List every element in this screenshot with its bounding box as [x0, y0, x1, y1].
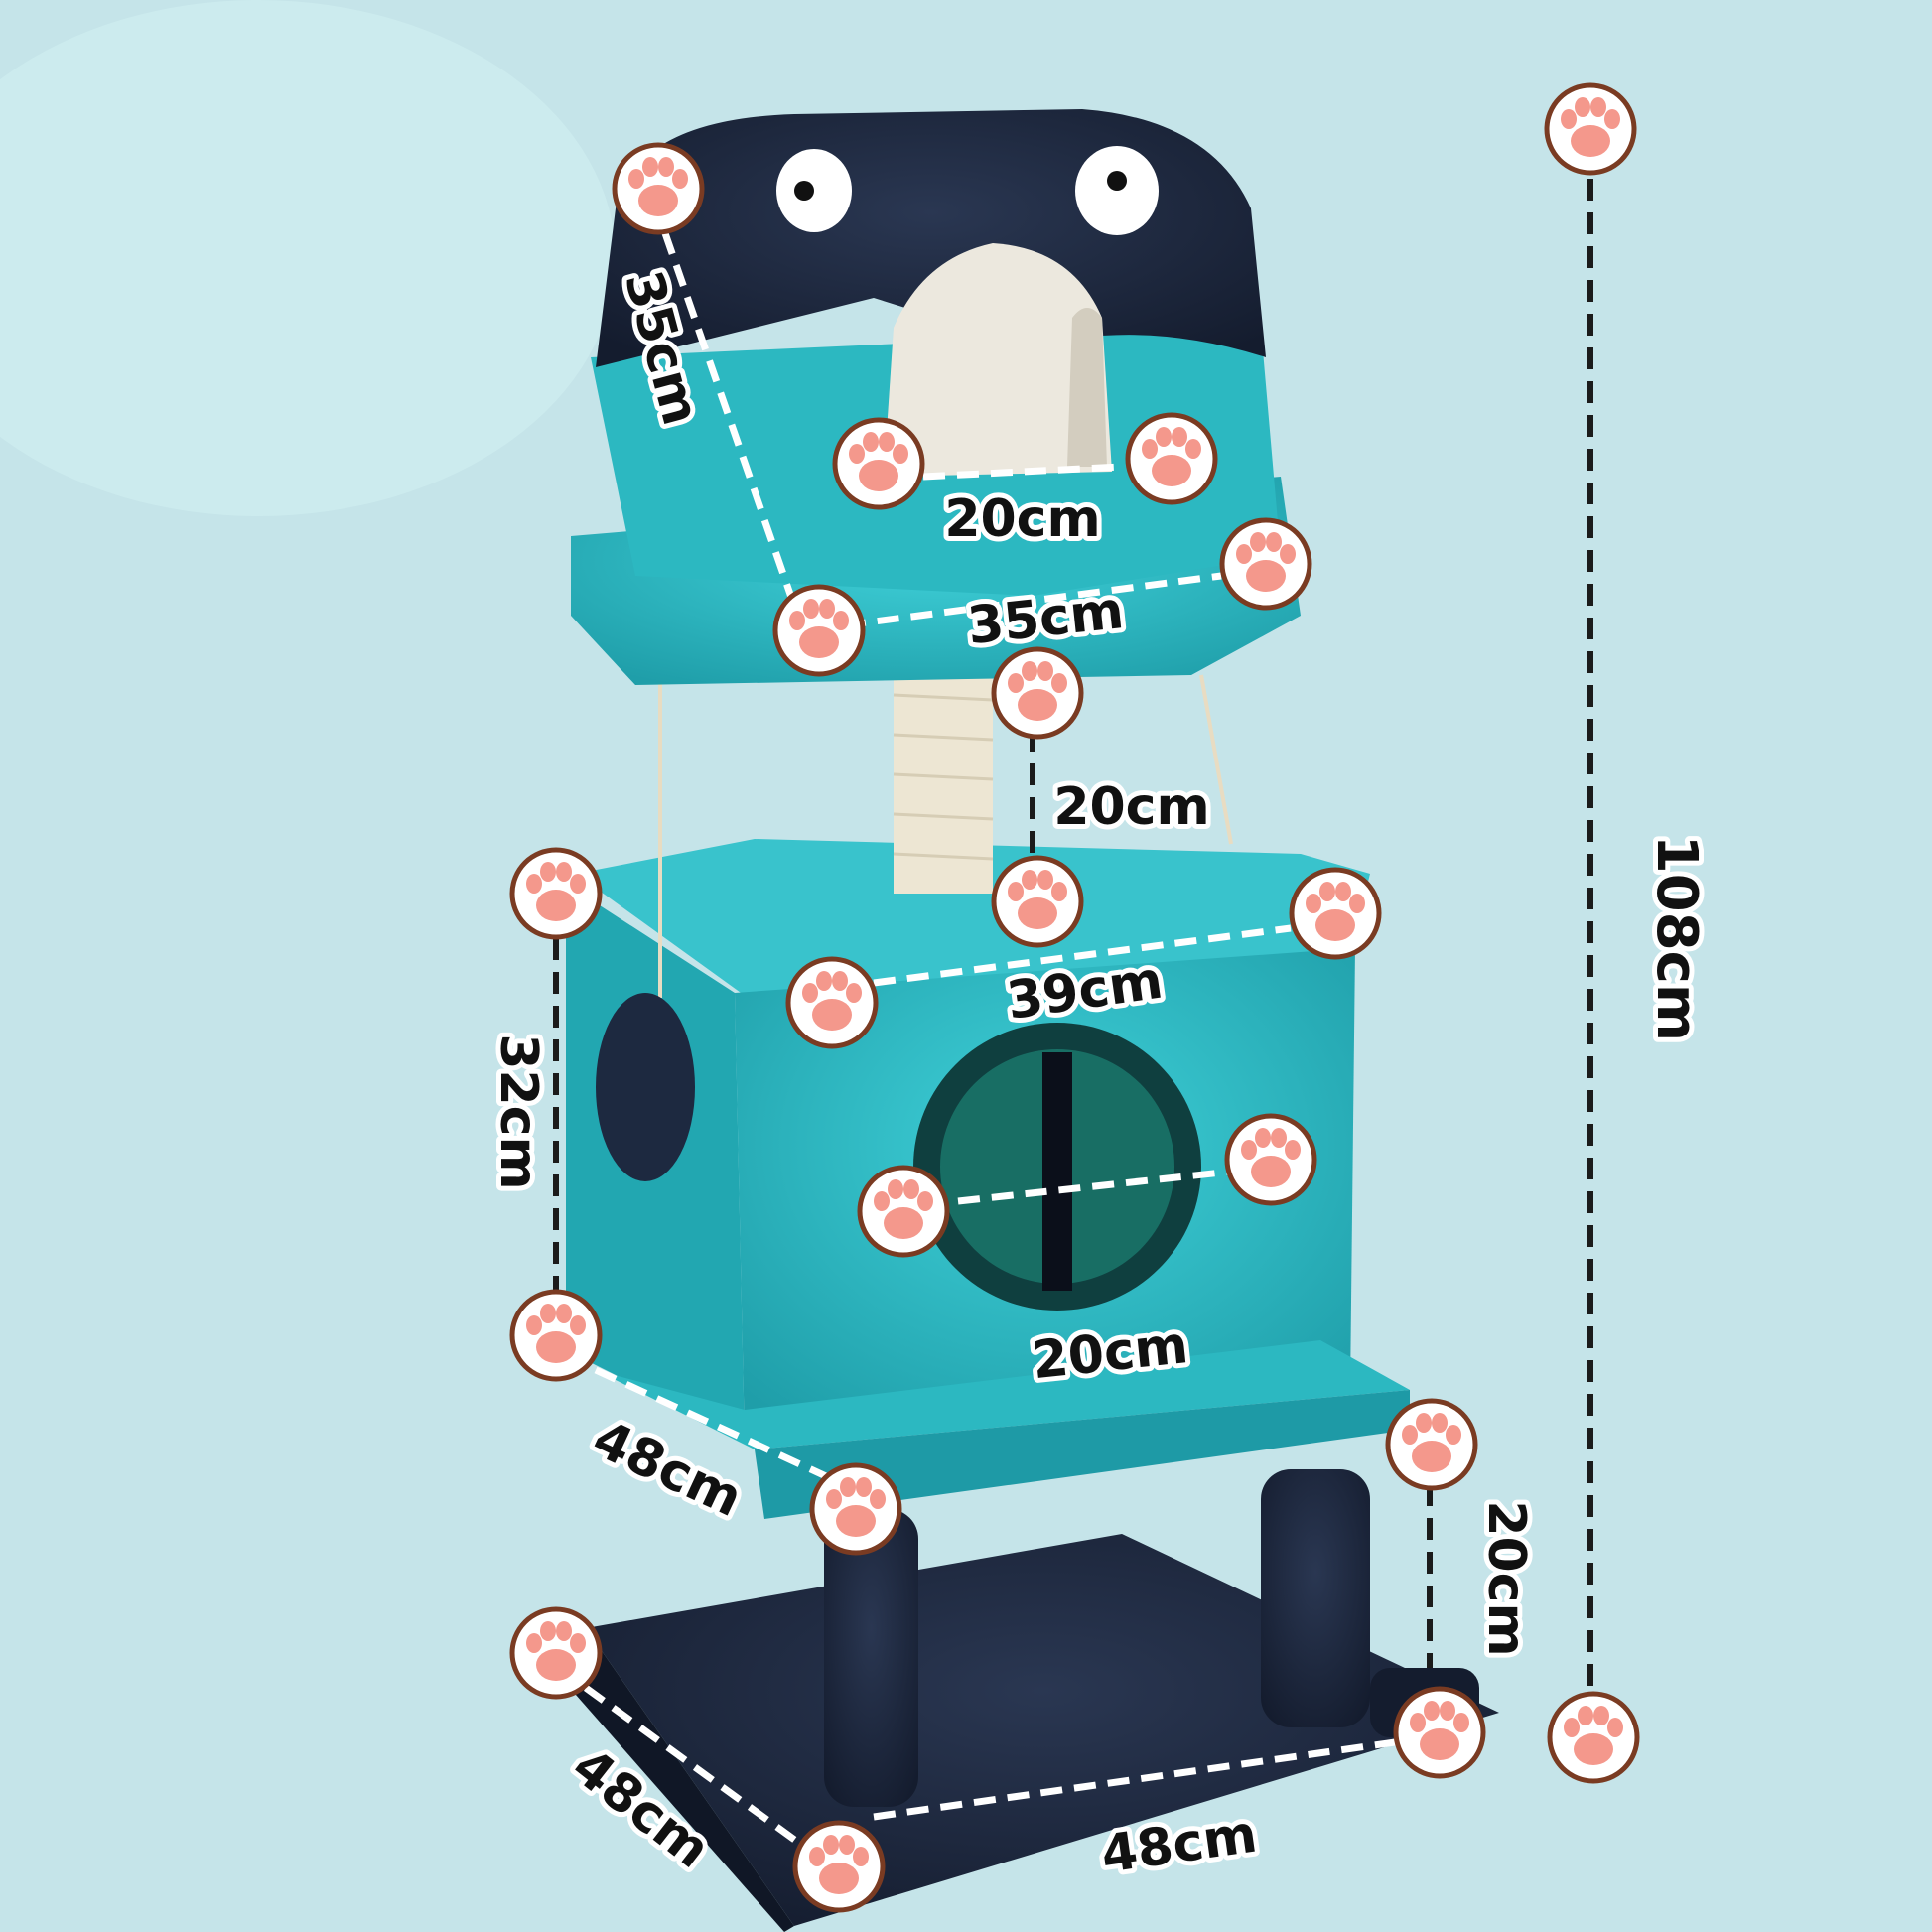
paw-icon [1547, 85, 1634, 173]
paw-icon [615, 145, 702, 232]
paw-icon [1388, 1401, 1475, 1488]
paw-icon [1292, 870, 1379, 957]
leg-height-label: 20cm [1476, 1500, 1536, 1656]
paw-icon [1550, 1694, 1637, 1781]
post-height-label: 20cm [1053, 777, 1209, 837]
left-eye [776, 149, 852, 232]
paw-icon [835, 420, 922, 507]
paw-icon [512, 850, 600, 937]
paw-icon [795, 1823, 883, 1910]
paw-icon [812, 1465, 899, 1553]
top-house [571, 109, 1301, 685]
paw-icon [512, 1292, 600, 1379]
top-opening-width-label: 20cm [944, 489, 1100, 549]
legs [824, 1469, 1479, 1807]
paw-icon [860, 1168, 947, 1255]
paw-icon [1222, 520, 1310, 608]
paw-icon [1227, 1116, 1314, 1203]
paw-icon [788, 959, 876, 1046]
paw-icon [775, 587, 863, 674]
hanging-toy [596, 993, 695, 1181]
paw-icon [1128, 415, 1215, 502]
sisal-post [893, 674, 1233, 894]
middle-box [566, 635, 1410, 1519]
middle-height-label: 32cm [488, 1034, 548, 1189]
paw-icon [994, 858, 1081, 945]
total-height-label: 108cm [1644, 835, 1709, 1041]
right-eye [1075, 146, 1159, 235]
dimension-lines [553, 179, 1593, 1850]
paw-icon [512, 1609, 600, 1697]
background-glow [0, 0, 616, 516]
paw-icon [994, 649, 1081, 737]
paw-icon [1396, 1689, 1483, 1776]
